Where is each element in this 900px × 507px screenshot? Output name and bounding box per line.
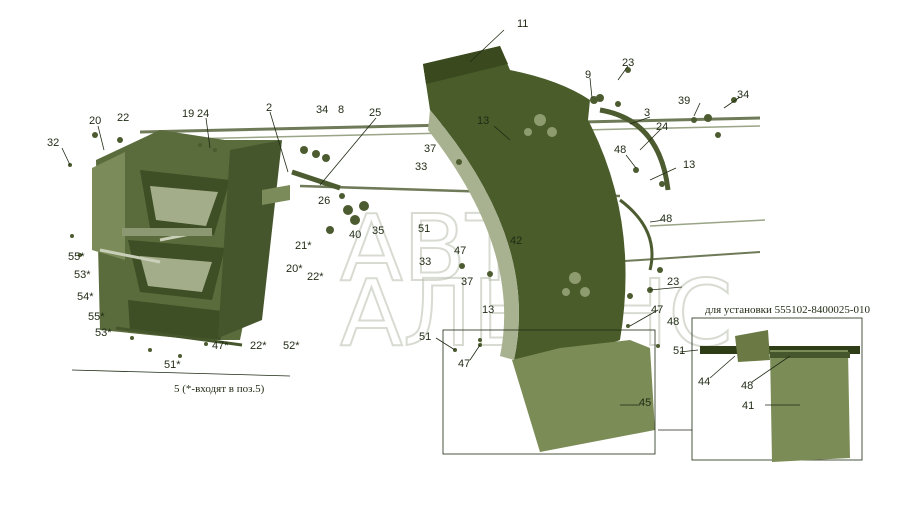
bracket-arc — [599, 107, 671, 191]
callout-48-a: 48 — [614, 144, 626, 156]
callout-21-star: 21* — [295, 240, 312, 252]
callout-53-star-b: 53* — [95, 327, 112, 339]
callout-47-mid: 47 — [454, 245, 466, 257]
callout-32: 32 — [47, 137, 59, 149]
callout-22: 22 — [117, 112, 129, 124]
callout-13-right: 13 — [683, 159, 695, 171]
callout-44: 44 — [698, 376, 710, 388]
callout-2: 2 — [266, 102, 272, 114]
callout-54-star: 54* — [77, 291, 94, 303]
callout-11: 11 — [517, 18, 528, 30]
callout-22-star-low: 22* — [250, 340, 267, 352]
callout-34-left: 34 — [316, 104, 328, 116]
step-assembly — [92, 130, 290, 347]
callout-labels: 11 23 9 39 34 3 24 48 13 13 48 23 47 48 … — [47, 18, 754, 412]
callout-55-star-b: 55* — [88, 311, 105, 323]
callout-26: 26 — [318, 195, 330, 207]
callout-51-star: 51* — [164, 359, 181, 371]
callout-53-star-a: 53* — [74, 269, 91, 281]
callout-51-mid: 51 — [418, 223, 430, 235]
callout-23-mid: 23 — [667, 276, 679, 288]
callout-52-star: 52* — [283, 340, 300, 352]
callout-13-top: 13 — [477, 115, 489, 127]
callout-48-c: 48 — [667, 316, 679, 328]
callout-9: 9 — [585, 69, 591, 81]
callout-34-right: 34 — [737, 89, 749, 101]
callout-13-low: 13 — [482, 304, 494, 316]
callout-24-right: 24 — [656, 121, 668, 133]
callout-39: 39 — [678, 95, 690, 107]
mudguard — [423, 46, 626, 362]
bracket-arc-lower — [619, 198, 654, 271]
callout-51-inset: 51 — [673, 345, 685, 357]
callout-23-top: 23 — [622, 57, 634, 69]
detail-frame — [442, 329, 656, 455]
callout-8: 8 — [338, 104, 344, 116]
callout-37-top: 37 — [424, 143, 436, 155]
assembly-caption: 5 (*-входят в поз.5) — [174, 383, 265, 395]
callout-40: 40 — [349, 229, 361, 241]
callout-33-top: 33 — [415, 161, 427, 173]
callout-22-star-top: 22* — [307, 271, 324, 283]
callout-47-low: 47 — [458, 358, 470, 370]
callout-48-inset: 48 — [741, 380, 753, 392]
callout-41: 41 — [742, 400, 754, 412]
callout-45: 45 — [639, 397, 651, 409]
leader-lines — [61, 29, 800, 406]
callout-20: 20 — [89, 115, 101, 127]
fasteners — [68, 67, 737, 358]
callout-3: 3 — [644, 107, 650, 119]
mud-flap — [512, 340, 655, 452]
callout-42: 42 — [510, 235, 522, 247]
callout-19: 19 — [182, 108, 194, 120]
callout-20-star: 20* — [286, 263, 303, 275]
callout-47-star: 47* — [212, 340, 229, 352]
callout-33-mid: 33 — [419, 256, 431, 268]
callout-35: 35 — [372, 225, 384, 237]
inset-caption: для установки 555102-8400025-010 — [705, 304, 870, 316]
callout-37-mid: 37 — [461, 276, 473, 288]
callout-55-star-a: 55* — [68, 251, 85, 263]
callout-48-b: 48 — [660, 213, 672, 225]
callout-51-low: 51 — [419, 331, 431, 343]
inset-drawing — [700, 330, 860, 462]
bracket-rod — [291, 169, 341, 191]
callout-47-right: 47 — [651, 304, 663, 316]
callout-25: 25 — [369, 107, 381, 119]
callout-24-left: 24 — [197, 108, 209, 120]
